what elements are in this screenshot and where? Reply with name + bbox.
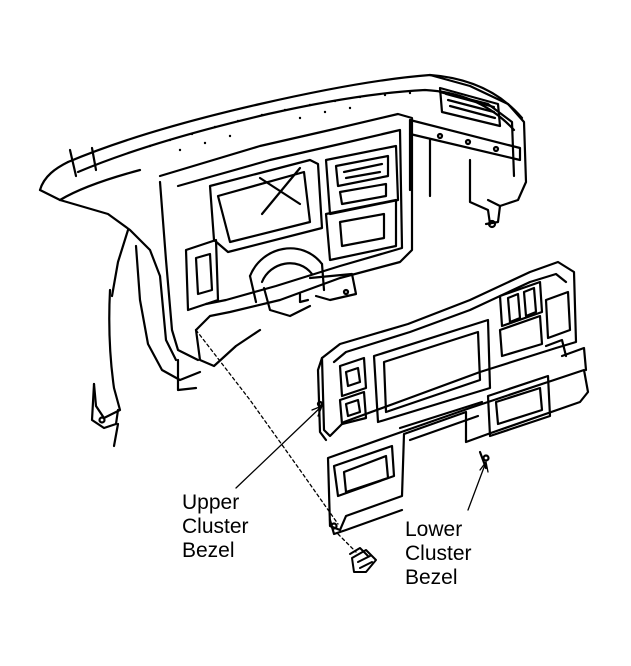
upper-cluster-bezel-label: Upper Cluster Bezel <box>182 491 249 563</box>
upper-cluster-bezel-part <box>316 260 578 442</box>
mounting-screw <box>349 547 377 573</box>
upper-label-line-2: Cluster <box>182 515 249 538</box>
leader-lines <box>195 329 489 553</box>
lower-label-line-3: Bezel <box>405 566 458 589</box>
lower-label-line-1: Lower <box>405 518 463 541</box>
lower-cluster-bezel-label: Lower Cluster Bezel <box>405 518 472 590</box>
instrument-panel <box>38 73 528 448</box>
upper-label-line-3: Bezel <box>182 539 235 562</box>
upper-label-line-1: Upper <box>182 491 240 514</box>
lower-label-line-2: Cluster <box>405 542 472 565</box>
lower-cluster-bezel-part <box>326 338 590 536</box>
